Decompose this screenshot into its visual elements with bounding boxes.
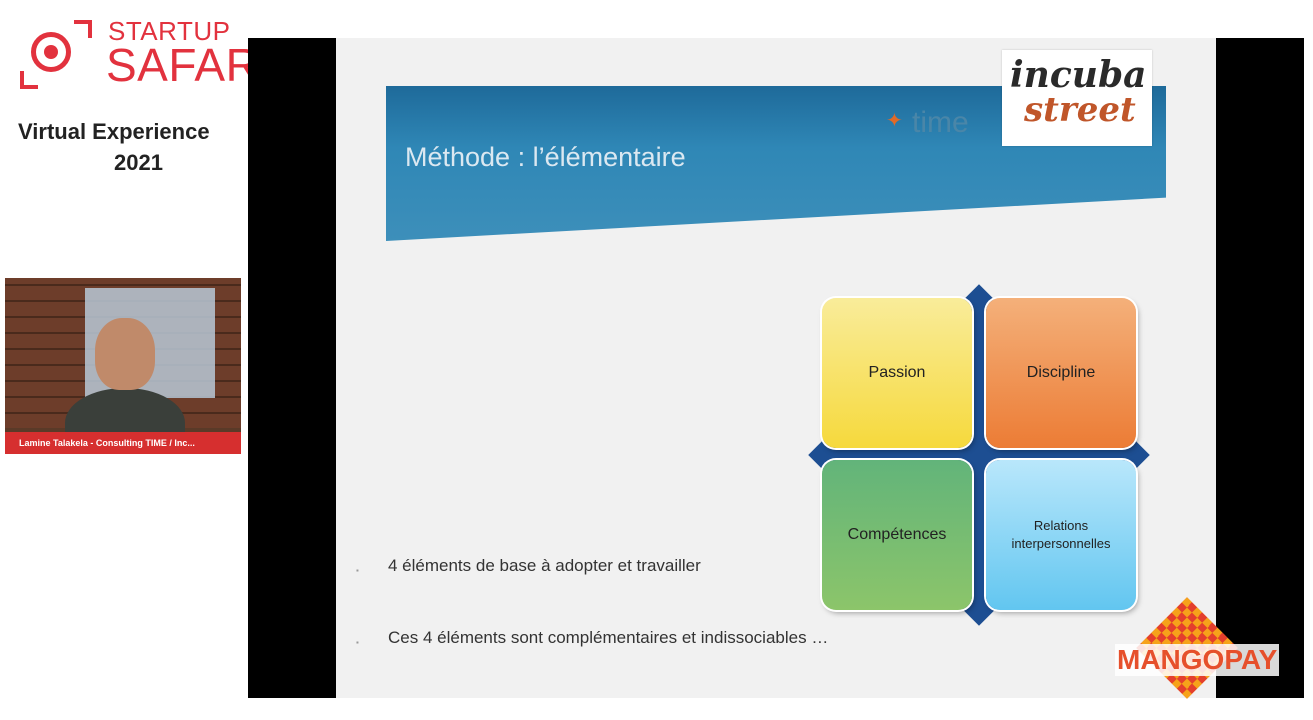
speaker-name-label: Lamine Talakela - Consulting TIME / Inc.… — [5, 432, 241, 454]
slide-title: Méthode : l’élémentaire — [405, 142, 686, 172]
record-camera-icon — [31, 32, 71, 72]
logo-frame-corner — [74, 20, 92, 38]
matrix-label: Compétences — [847, 526, 947, 543]
incuba-text: incuba — [1010, 54, 1147, 96]
matrix-label: Discipline — [1026, 364, 1096, 381]
matrix-cell-discipline: Discipline — [986, 298, 1136, 448]
logo-frame-corner — [20, 71, 38, 89]
speaker-video-tile[interactable]: Lamine Talakela - Consulting TIME / Inc.… — [5, 278, 241, 454]
time-star-icon: ✦ — [886, 110, 903, 132]
speaker-head — [95, 318, 155, 390]
matrix-cell-competences: Compétences — [822, 460, 972, 610]
letterbox-right — [1216, 38, 1304, 698]
incubastreet-logo: incuba street — [1002, 50, 1152, 146]
bullet-marker: ▪ — [356, 566, 359, 575]
mangopay-logo: MANGOPAY — [1115, 644, 1280, 676]
street-text: street — [1024, 90, 1136, 130]
matrix-label: Passion — [868, 364, 926, 381]
matrix-label: Relations interpersonnelles — [1011, 518, 1111, 551]
slide-bullet: 4 éléments de base à adopter et travaill… — [388, 556, 701, 575]
time-logo: time — [912, 106, 969, 139]
logo-safari: SAFARI — [106, 39, 273, 91]
event-title: Virtual Experience — [18, 119, 210, 144]
event-year: 2021 — [114, 150, 163, 175]
matrix-cell-passion: Passion — [822, 298, 972, 448]
logo-startup: STARTUP — [108, 16, 231, 46]
bullet-marker: ▪ — [356, 638, 359, 647]
slide-bullet: Ces 4 éléments sont complémentaires et i… — [388, 628, 829, 647]
matrix-cell-relations: Relations interpersonnelles — [986, 460, 1136, 610]
letterbox-left — [248, 38, 336, 698]
record-dot — [44, 45, 58, 59]
speaker-avatar — [65, 318, 185, 454]
